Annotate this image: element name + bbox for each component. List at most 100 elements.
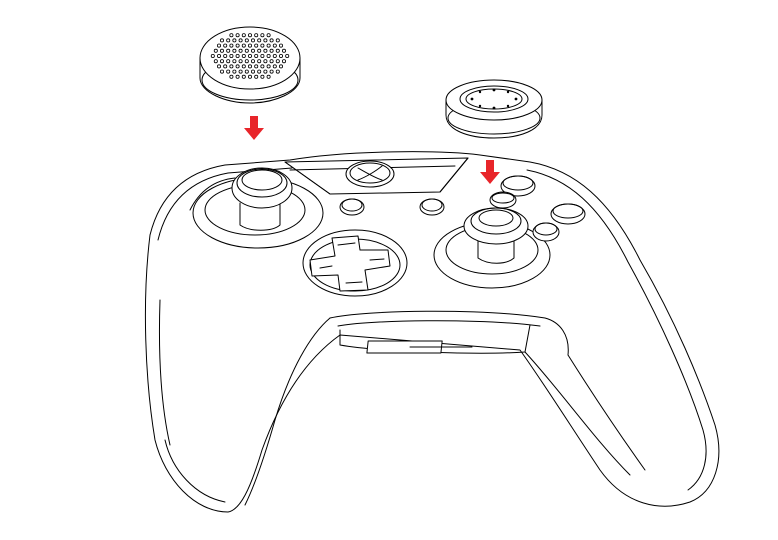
dpad[interactable] (302, 229, 408, 297)
cap-texture-dot (241, 33, 246, 38)
cap-texture-dot (229, 74, 234, 79)
cap-texture-dot (260, 64, 265, 69)
cap-texture-dot (272, 43, 277, 48)
cap-texture-dot (269, 59, 274, 64)
cap-texture-dot (281, 59, 286, 64)
cap-texture-dot (219, 48, 224, 53)
cap-texture-dot (216, 64, 221, 69)
cap-texture-dot (257, 38, 262, 43)
cap-texture-dot (278, 64, 283, 69)
cap-texture-dot (275, 48, 280, 53)
cap-texture-dot (235, 74, 240, 79)
cap-texture-dot (235, 33, 240, 38)
cap-texture-dot (219, 38, 224, 43)
cap-texture-dot (244, 59, 249, 64)
cap-texture-dot (254, 74, 259, 79)
cap-texture-dot (238, 69, 243, 74)
cap-texture-dot (247, 43, 252, 48)
cap-texture-dot (216, 54, 221, 59)
cap-texture-dot (250, 59, 255, 64)
cap-texture-dot (266, 43, 271, 48)
cap-texture-dot (254, 43, 259, 48)
cap-texture-dot (260, 74, 265, 79)
cap-texture-dot (241, 74, 246, 79)
cap-texture-dot (285, 54, 290, 59)
cap-texture-dot (263, 38, 268, 43)
cap-texture-dot (244, 69, 249, 74)
cap-texture-dot (266, 54, 271, 59)
cap-texture-dot (229, 43, 234, 48)
cap-texture-dot (216, 43, 221, 48)
cap-texture-dot (238, 38, 243, 43)
cap-texture-dot (226, 38, 231, 43)
cap-texture-dot (223, 43, 228, 48)
cap-texture-dot (226, 48, 231, 53)
cap-texture-dot (235, 43, 240, 48)
cap-texture-dot (272, 64, 277, 69)
face-buttons[interactable] (489, 175, 586, 242)
cap-texture-dot (229, 54, 234, 59)
cap-texture-dot (257, 59, 262, 64)
cap-texture-dot (278, 43, 283, 48)
cap-texture-dot (269, 38, 274, 43)
cap-texture-dot (247, 74, 252, 79)
x-button[interactable] (489, 191, 517, 209)
cap-texture-dot (275, 59, 280, 64)
cap-texture-dot (269, 48, 274, 53)
cap-texture-dot (232, 69, 237, 74)
cap-texture-dot (254, 64, 259, 69)
textured-thumbstick-cap (199, 26, 301, 104)
concave-thumbstick-cap (445, 79, 543, 139)
cap-texture-dot (226, 69, 231, 74)
cap-texture-dot (266, 64, 271, 69)
cap-texture-dot (250, 48, 255, 53)
cap-texture-dot (219, 69, 224, 74)
cap-texture-dot (257, 69, 262, 74)
cap-texture-dot (229, 33, 234, 38)
cap-texture-dot (213, 48, 218, 53)
cap-texture-dot (241, 54, 246, 59)
cap-texture-dot (244, 48, 249, 53)
cap-texture-dot (235, 64, 240, 69)
cap-texture-dot (232, 38, 237, 43)
dotted-cap-icon (210, 33, 290, 79)
cap-texture-dot (232, 59, 237, 64)
cap-texture-dot (247, 64, 252, 69)
cap-texture-dot (232, 48, 237, 53)
cap-texture-dot (281, 48, 286, 53)
cap-texture-dot (266, 74, 271, 79)
cap-texture-dot (223, 64, 228, 69)
cap-texture-dot (219, 59, 224, 64)
cap-texture-dot (229, 64, 234, 69)
cap-texture-dot (260, 54, 265, 59)
cap-texture-dot (250, 69, 255, 74)
cap-texture-dot (257, 48, 262, 53)
arrow-down-icon (480, 160, 500, 184)
cap-texture-dot (254, 33, 259, 38)
cap-texture-dot (213, 59, 218, 64)
guide-panel (284, 157, 469, 195)
cap-texture-dot (238, 59, 243, 64)
cap-texture-dot (238, 48, 243, 53)
cap-texture-dot (254, 54, 259, 59)
cap-texture-dot (223, 54, 228, 59)
cap-texture-dot (263, 48, 268, 53)
cap-texture-dot (210, 54, 215, 59)
right-thumbstick[interactable] (433, 207, 551, 289)
cap-texture-dot (235, 54, 240, 59)
cap-texture-dot (263, 69, 268, 74)
left-thumbstick[interactable] (192, 167, 324, 249)
controller-body (144, 151, 720, 513)
cap-texture-dot (244, 38, 249, 43)
cap-texture-dot (247, 54, 252, 59)
cap-texture-dot (260, 43, 265, 48)
cap-texture-dot (241, 43, 246, 48)
ring-cap-icon (459, 85, 529, 113)
cap-texture-dot (278, 54, 283, 59)
cap-texture-dot (272, 54, 277, 59)
cap-texture-dot (226, 59, 231, 64)
arrow-down-icon (244, 116, 264, 140)
cap-texture-dot (275, 38, 280, 43)
